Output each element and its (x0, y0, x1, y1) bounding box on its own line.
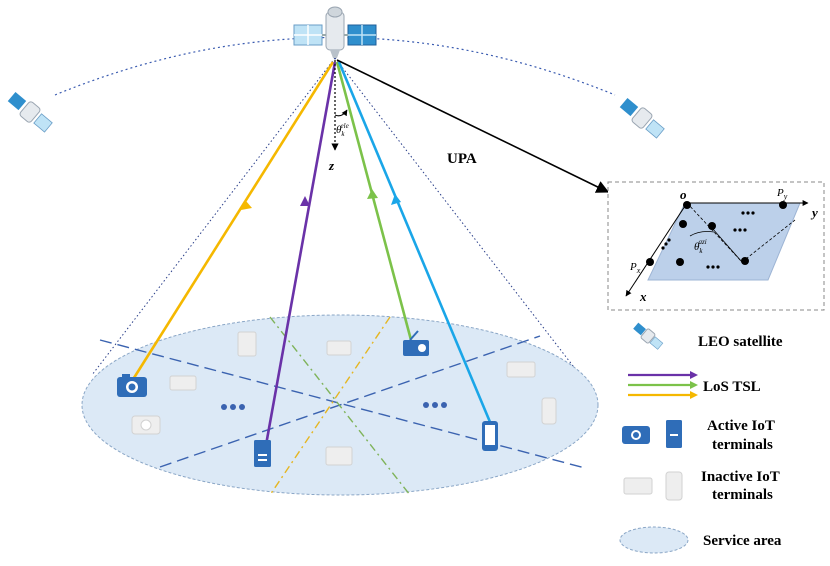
legend-active-iot-line1: Active IoT (707, 418, 775, 434)
los-links (130, 61, 492, 446)
active-terminals (117, 330, 498, 467)
legend-los-tsl: LoS TSL (703, 379, 761, 395)
active-meter-icon (254, 440, 271, 467)
active-phone-icon (482, 421, 498, 451)
legend-inactive-iot-line2: terminals (712, 487, 773, 503)
z-axis-label: z (328, 158, 335, 173)
inset-x-axis-label: x (639, 289, 647, 304)
legend-inactive-iot-line1: Inactive IoT (701, 469, 780, 485)
inactive-radio-icon (326, 340, 352, 356)
legend-service-area-icon (619, 526, 689, 554)
coverage-cone-left (91, 57, 336, 376)
upa-label: UPA (447, 151, 477, 167)
los-link-yellow (130, 61, 335, 382)
inactive-radio-icon (506, 361, 536, 378)
active-camera-icon (117, 374, 147, 397)
legend-los-lines-icon (628, 371, 698, 399)
legend-leo-satellite: LEO satellite (698, 334, 783, 350)
legend-active-iot-line2: terminals (712, 437, 773, 453)
legend-active-terminals-icon (622, 420, 682, 448)
leo-satellite-left (7, 91, 53, 133)
inactive-printer-icon (325, 446, 353, 466)
coverage-cone-right (334, 57, 581, 376)
legend-satellite-icon (633, 322, 664, 350)
legend: LEO satellite LoS TSL Active IoT termina… (619, 322, 783, 554)
los-link-arrowheads (241, 189, 401, 210)
more-terminals-dots (221, 402, 447, 410)
inactive-terminals (131, 331, 557, 466)
inset-origin-label: o (680, 187, 687, 202)
elevation-angle-arc (334, 109, 348, 117)
upa-pointer-arrow (336, 59, 610, 193)
inset-px-label: Px (629, 261, 641, 275)
upa-inset: o Py y Px x θkazi (607, 181, 825, 311)
legend-inactive-terminals-icon (623, 471, 683, 501)
inactive-phone-icon (541, 397, 557, 425)
active-radio-icon (403, 330, 429, 356)
elevation-angle-label: θkele (336, 122, 349, 138)
inset-angle-label: θkazi (694, 238, 707, 255)
inset-py-label: Py (776, 187, 788, 201)
sector-dividers (99, 316, 586, 496)
leo-satellite-main (293, 6, 377, 58)
inactive-radio-icon (169, 375, 197, 391)
legend-service-area: Service area (703, 533, 782, 549)
los-link-green (335, 61, 413, 341)
los-link-cyan (337, 61, 492, 423)
inset-y-axis-label: y (810, 205, 818, 220)
los-link-purple (264, 61, 337, 446)
inactive-meter-icon (237, 331, 257, 357)
leo-satellite-right (619, 97, 665, 139)
